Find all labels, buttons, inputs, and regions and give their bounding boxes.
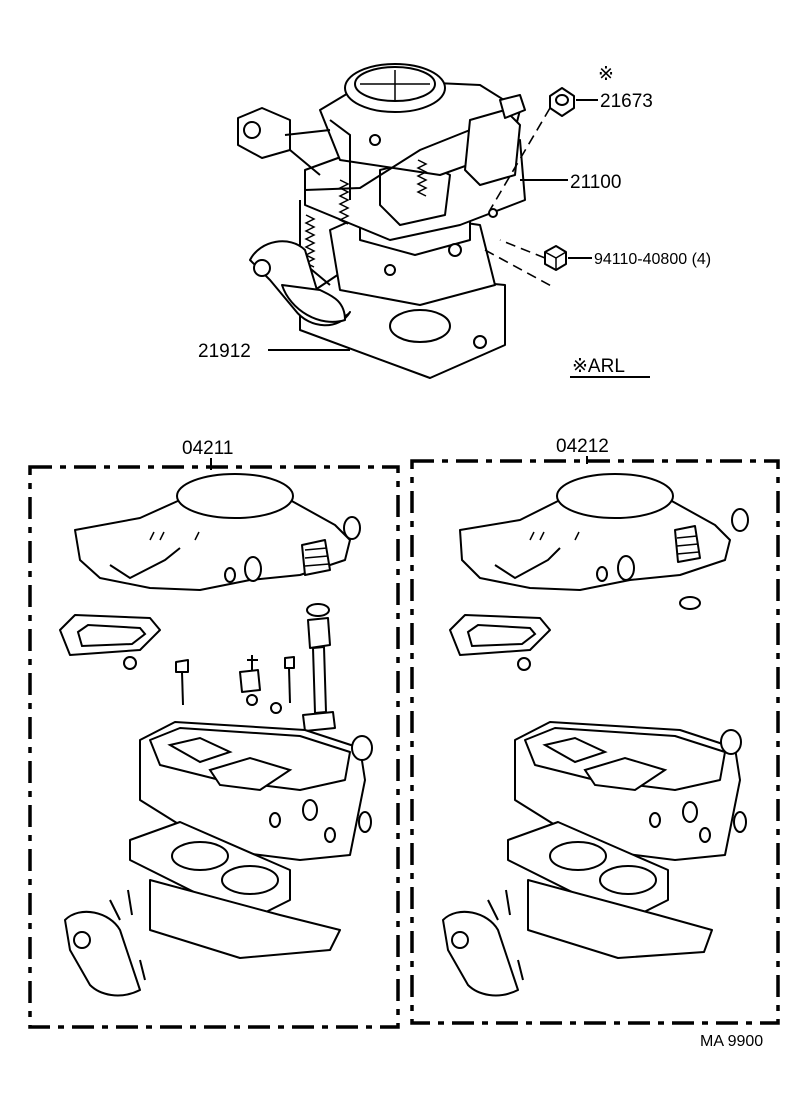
label-21100: 21100 [570, 172, 621, 193]
dashed-leader-21673 [489, 107, 551, 211]
label-21912: 21912 [198, 341, 251, 362]
nut-94110-drawing [544, 245, 567, 271]
kit-04211-boundary [28, 465, 400, 1029]
bushing-21673-drawing [549, 87, 575, 117]
carburetor-assembly-drawing [237, 63, 526, 379]
label-21673: 21673 [600, 91, 653, 112]
label-94110-40800: 94110-40800 (4) [594, 251, 711, 268]
diagram-code: MA 9900 [700, 1033, 763, 1050]
kit-04211-parts [59, 473, 373, 997]
label-kit-04212: 04212 [556, 436, 609, 457]
kit-04212-parts [442, 473, 749, 997]
label-kit-04211: 04211 [182, 438, 233, 459]
kit-04212-boundary [410, 459, 780, 1025]
label-arl: ※ARL [572, 356, 625, 377]
label-21673-mark: ※ [598, 64, 614, 85]
dashed-leader-94110 [484, 239, 556, 289]
